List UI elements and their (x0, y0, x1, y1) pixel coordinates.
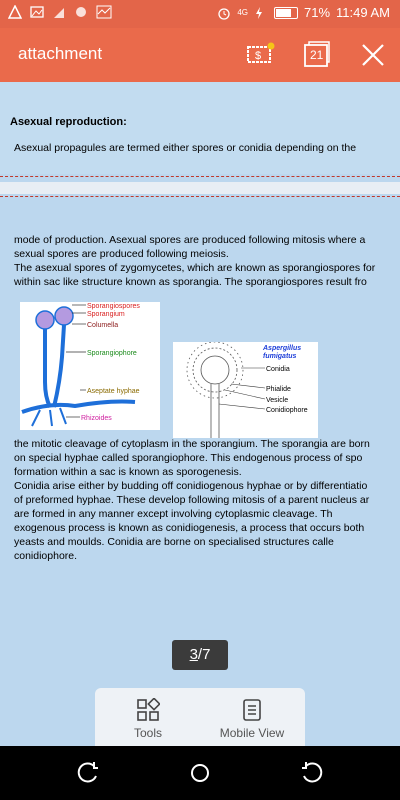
label-aseptate-hyphae: Aseptate hyphae (87, 388, 140, 395)
navigation-bar (0, 746, 400, 800)
total-pages: 7 (202, 646, 211, 663)
page-indicator[interactable]: 3/7 (172, 640, 228, 670)
app-bar: attachment $ 21 (0, 28, 400, 82)
paragraph-line: sexual spores are produced following mei… (14, 248, 229, 260)
figure-aspergillus: Aspergillus fumigatus Conidia Phialide V… (173, 341, 318, 438)
paragraph-line: are formed in any manner except involvin… (14, 508, 333, 520)
network-type: 4G (237, 8, 248, 17)
figure-sporangium: Sporangiospores Sporangium Columella Spo… (20, 302, 160, 430)
alarm-icon (217, 6, 231, 20)
paragraph-line: of preformed hyphae. These develop follo… (14, 494, 370, 506)
page-break-divider (0, 196, 400, 197)
label-conidiophore: Conidiophore (266, 407, 308, 414)
mobile-view-button[interactable]: Mobile View (207, 694, 297, 742)
label-columella: Columella (87, 322, 118, 329)
mobile-view-label: Mobile View (219, 726, 285, 740)
bottom-toolbar: Tools Mobile View (95, 688, 305, 746)
tools-label: Tools (133, 726, 162, 740)
svg-text:$: $ (255, 50, 261, 62)
page-separator: / (197, 646, 203, 663)
paragraph-line: the mitotic cleavage of cytoplasm in the… (14, 438, 370, 450)
page-count-button[interactable]: 21 (302, 40, 332, 70)
clock: 11:49 AM (336, 5, 390, 20)
image-icon (30, 5, 44, 19)
signal-icon (52, 5, 66, 19)
page-count-text: 21 (310, 48, 324, 62)
label-vesicle: Vesicle (266, 397, 288, 404)
label-sporangiophore: Sporangiophore (87, 350, 137, 357)
section-title: Asexual reproduction: (10, 116, 127, 128)
aspergillus-diagram: Aspergillus fumigatus Conidia Phialide V… (186, 341, 308, 438)
back-icon[interactable] (298, 760, 324, 786)
label-sporangium: Sporangium (87, 311, 125, 318)
intro-line: Asexual propagules are termed either spo… (14, 142, 357, 154)
paragraph-line: exogenous process is known as conidiogen… (14, 522, 365, 534)
label-rhizoides: Rhizoides (81, 415, 112, 422)
paragraph-line: formation within a sac is known as sporo… (14, 466, 242, 478)
mobile-view-icon (243, 699, 261, 721)
paragraph-line: within sac like structure known as spora… (14, 276, 367, 288)
warning-icon (7, 4, 23, 19)
close-icon[interactable] (358, 40, 388, 70)
paragraph-line: yeasts and moulds. Conidia are borne on … (14, 536, 334, 548)
page-2: Asexual reproduction: Asexual propagules… (0, 82, 400, 174)
ticket-icon[interactable]: $ (246, 40, 276, 70)
tools-icon (137, 697, 161, 721)
home-icon[interactable] (187, 760, 213, 786)
battery-percent: 71% (304, 5, 331, 20)
charging-icon (254, 6, 268, 20)
app-title: attachment (18, 44, 103, 63)
paragraph-line: The asexual spores of zygomycetes, which… (14, 262, 376, 274)
status-bar: 4G 71% 11:49 AM (0, 0, 400, 28)
label-sporangiospores: Sporangiospores (87, 303, 140, 310)
status-left-icons (7, 4, 112, 19)
page-gap (0, 182, 400, 194)
label-phialide: Phialide (266, 386, 291, 393)
status-right-icons: 4G 71% 11:49 AM (217, 5, 390, 20)
sporangium-diagram: Sporangiospores Sporangium Columella Spo… (21, 303, 140, 427)
current-page: 3 (189, 646, 198, 663)
paragraph-line: on special hyphae called sporangiophore.… (14, 452, 363, 464)
label-species: Aspergillus (262, 345, 301, 352)
label-conidia: Conidia (266, 366, 290, 373)
activity-icon (96, 5, 112, 19)
recent-apps-icon[interactable] (76, 760, 102, 786)
battery-icon (274, 6, 298, 19)
record-icon (74, 5, 88, 19)
tools-button[interactable]: Tools (103, 694, 193, 742)
paragraph-line: mode of production. Asexual spores are p… (14, 234, 366, 246)
paragraph-line: Conidia arise either by budding off coni… (14, 480, 368, 492)
paragraph-line: conidiophore. (14, 550, 78, 562)
label-species-2: fumigatus (263, 353, 297, 360)
page-break-divider (0, 176, 400, 177)
